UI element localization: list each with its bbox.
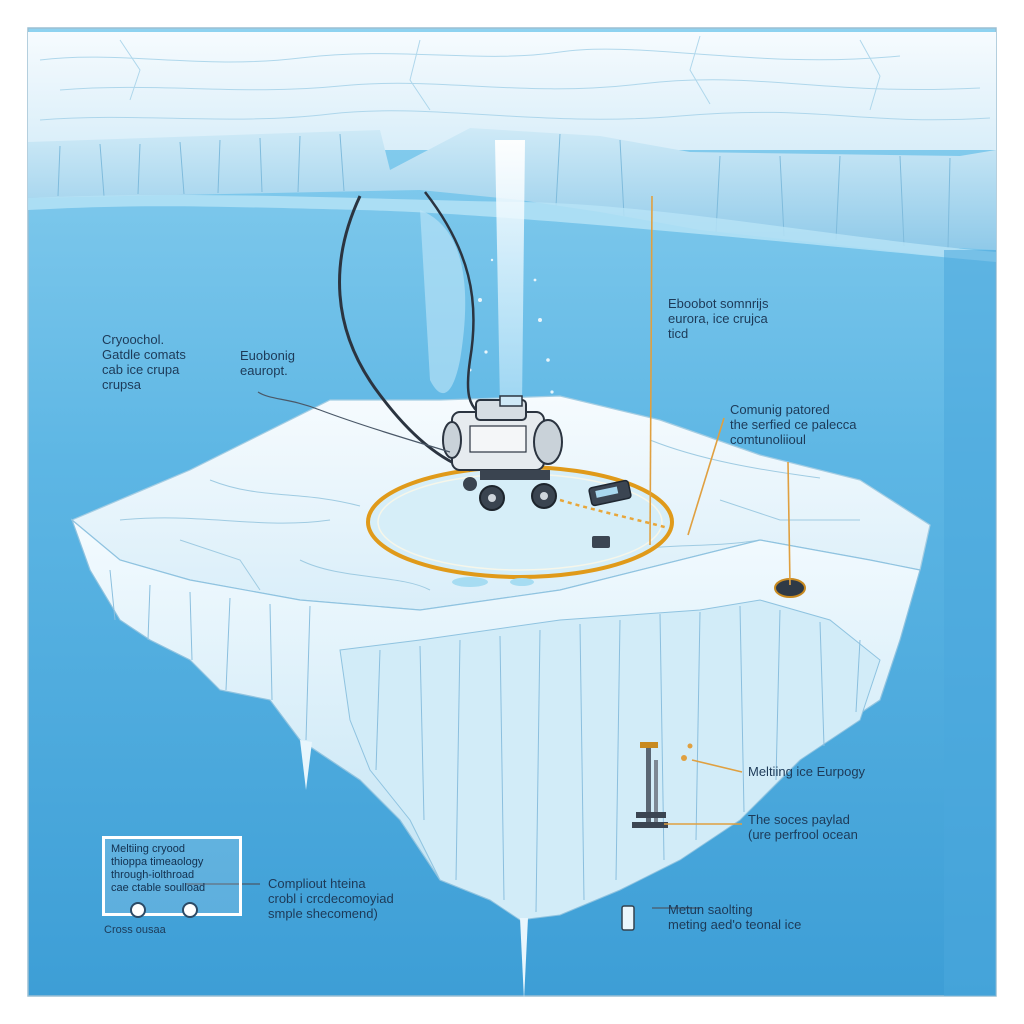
icicle-small xyxy=(300,740,312,790)
label-metun: Metun saolting meting aed'o teonal ice xyxy=(668,902,802,932)
light-column xyxy=(420,210,466,394)
icicle xyxy=(520,918,528,1000)
tether-cable-2 xyxy=(424,191,479,413)
cryobot-robot-icon xyxy=(442,395,563,511)
meltwater-pool-2 xyxy=(510,578,534,586)
pointer-lines xyxy=(186,391,700,909)
label-melting-energy: Meltiing ice Eurpogy xyxy=(748,764,866,779)
inset-knob-left xyxy=(130,902,146,918)
beam-particles xyxy=(468,258,554,394)
label-communig: Comunig patored the serfied ce palecca c… xyxy=(730,402,857,447)
ice-floe-lower xyxy=(339,599,881,921)
cliff-striations xyxy=(57,133,951,249)
inset-knob-right xyxy=(182,902,198,918)
floe-striations xyxy=(109,569,861,913)
label-top-right: Eboobot somnrijs eurora, ice crujca ticd xyxy=(668,296,769,341)
label-cryobot: Cryoochol. Gatdle comats cab ice crupa c… xyxy=(102,332,186,392)
inset-box: Meltiing cryood thioppa timeaology throu… xyxy=(102,836,242,916)
floe-cracks xyxy=(119,439,860,591)
label-compliot: Compliout hteina crobl i crcdecomoyiad s… xyxy=(268,876,394,921)
label-payload: The soces paylad (ure perfrool ocean xyxy=(748,812,858,842)
inset-text: Meltiing cryood thioppa timeaology throu… xyxy=(111,843,206,894)
light-beam xyxy=(495,140,525,405)
sensor-device-icon xyxy=(588,479,632,548)
label-cross-ocean: Cross ousaa xyxy=(104,924,166,936)
tether-cable xyxy=(338,195,471,472)
leader-lines xyxy=(649,195,791,825)
drill-rig-icon xyxy=(632,742,693,828)
ice-wall-right xyxy=(944,250,996,996)
ice-shelf-surface xyxy=(28,32,996,150)
phone-icon xyxy=(621,905,635,931)
label-eurobonig: Euobonig eauropt. xyxy=(240,348,295,378)
ice-surface-cracks xyxy=(39,35,991,121)
meltwater-pool xyxy=(452,577,488,587)
